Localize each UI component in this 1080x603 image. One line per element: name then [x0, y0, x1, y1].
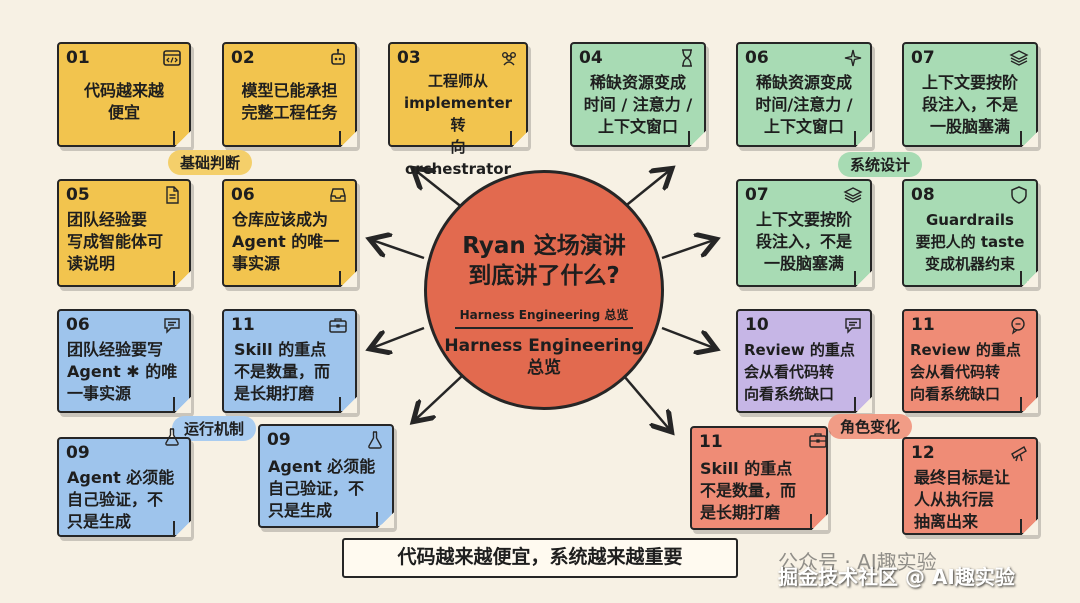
tag-runtime-mechanism: 运行机制	[172, 416, 257, 441]
document-icon	[166, 186, 179, 204]
arrow-left-upper	[372, 240, 425, 260]
central-divider	[455, 327, 633, 329]
note-number: 10	[745, 315, 769, 335]
people-icon	[502, 51, 516, 66]
arrow-down-right	[623, 375, 670, 430]
note-08: 08 Guardrails 要把人的 taste 变成机器约束	[902, 179, 1038, 287]
note-text: Skill 的重点 不是数量，而 是长期打磨	[234, 340, 331, 403]
note-07-mid: 07 上下文要按阶 段注入，不是 一股脑塞满	[736, 179, 872, 287]
note-number: 01	[66, 48, 90, 68]
note-number: 04	[579, 48, 603, 68]
arrow-right-lower	[661, 326, 714, 348]
chat-bubbles-icon	[1011, 317, 1025, 335]
note-04: 04 稀缺资源变成 时间 / 注意力 / 上下文窗口	[570, 42, 706, 147]
note-number: 11	[911, 315, 935, 335]
note-05: 05 团队经验要 写成智能体可 读说明	[57, 179, 191, 287]
note-06-blue: 06 团队经验要写 Agent ✱ 的唯 一事实源	[57, 309, 191, 413]
watermark-wechat: 公众号 · AI趣实验	[778, 550, 937, 574]
toolbox-icon	[329, 318, 347, 333]
chat-icon	[164, 318, 180, 334]
watermark-juejin: 掘金技术社区 @ AI趣实验	[778, 565, 1015, 589]
note-text: Agent 必须能 自己验证，不 只是生成	[67, 468, 175, 531]
note-number: 11	[231, 315, 255, 335]
note-text: 模型已能承担 完整工程任务	[241, 81, 338, 122]
hourglass-icon	[682, 49, 692, 67]
note-09-right: 09 Agent 必须能 自己验证，不 只是生成	[258, 424, 394, 528]
note-text: Guardrails 要把人的 taste 变成机器约束	[915, 211, 1025, 273]
note-02: 02 模型已能承担 完整工程任务	[222, 42, 357, 147]
note-number: 07	[745, 185, 769, 205]
note-text: Skill 的重点 不是数量，而 是长期打磨	[700, 459, 797, 522]
note-number: 09	[66, 443, 90, 463]
note-11-skill-left: 11 Skill 的重点 不是数量，而 是长期打磨	[222, 309, 357, 413]
note-11-skill-right: 11 Skill 的重点 不是数量，而 是长期打磨	[690, 426, 828, 530]
note-number: 03	[397, 48, 421, 68]
note-text: 工程师从 implementer 转 向 orchestrator	[403, 72, 513, 178]
central-subtitle-large: Harness Engineering 总览	[444, 336, 644, 378]
layers-icon	[843, 187, 863, 203]
note-number: 12	[911, 443, 935, 463]
note-11-review: 11 Review 的重点 会从看代码转 向看系统缺口	[902, 309, 1038, 413]
telescope-icon	[1011, 446, 1027, 462]
central-subtitle: Harness Engineering 总览	[459, 308, 629, 322]
note-01: 01 代码越来越 便宜	[57, 42, 191, 147]
note-text: 上下文要按阶 段注入，不是 一股脑塞满	[921, 73, 1018, 136]
note-12: 12 最终目标是让 人从执行层 抽离出来	[902, 437, 1038, 535]
note-text: 仓库应该成为 Agent 的唯一 事实源	[232, 210, 340, 273]
note-number: 06	[66, 315, 90, 335]
code-window-icon	[163, 50, 181, 66]
robot-icon	[331, 48, 345, 65]
central-topic: Ryan 这场演讲 到底讲了什么? Harness Engineering 总览…	[424, 170, 664, 410]
inbox-icon	[330, 188, 346, 202]
note-number: 11	[699, 432, 723, 452]
note-number: 09	[267, 430, 291, 450]
note-number: 08	[911, 185, 935, 205]
note-03: 03 工程师从 implementer 转 向 orchestrator	[388, 42, 528, 178]
arrow-right-upper	[661, 240, 714, 260]
note-text: 稀缺资源变成 时间/注意力 / 上下文窗口	[755, 73, 853, 136]
note-09-left: 09 Agent 必须能 自己验证，不 只是生成	[57, 428, 191, 537]
note-text: 上下文要按阶 段注入，不是 一股脑塞满	[755, 210, 852, 273]
note-number: 06	[745, 48, 769, 68]
note-text: 稀缺资源变成 时间 / 注意力 / 上下文窗口	[583, 73, 693, 136]
note-text: 团队经验要 写成智能体可 读说明	[67, 210, 164, 273]
flask-icon	[368, 431, 382, 449]
central-title: Ryan 这场演讲 到底讲了什么?	[462, 233, 626, 289]
note-text: 团队经验要写 Agent ✱ 的唯 一事实源	[67, 340, 178, 403]
summary-banner: 代码越来越便宜，系统越来越重要	[342, 538, 738, 578]
note-number: 07	[911, 48, 935, 68]
tag-system-design: 系统设计	[838, 152, 923, 177]
note-text: 最终目标是让 人从执行层 抽离出来	[914, 468, 1011, 531]
note-text: Agent 必须能 自己验证，不 只是生成	[268, 457, 376, 520]
flask-icon	[165, 428, 179, 446]
note-07-top: 07 上下文要按阶 段注入，不是 一股脑塞满	[902, 42, 1038, 147]
toolbox-icon	[809, 433, 827, 448]
note-text: Review 的重点 会从看代码转 向看系统缺口	[910, 341, 1021, 403]
shield-icon	[1011, 186, 1027, 204]
arrow-down-left	[415, 375, 463, 420]
arrow-left-lower	[372, 326, 425, 348]
sparkle-icon	[844, 49, 862, 67]
layers-icon	[1009, 50, 1029, 66]
note-06-top: 06 稀缺资源变成 时间/注意力 / 上下文窗口	[736, 42, 872, 147]
note-number: 02	[231, 48, 255, 68]
note-text: Review 的重点 会从看代码转 向看系统缺口	[744, 341, 855, 403]
note-10: 10 Review 的重点 会从看代码转 向看系统缺口	[736, 309, 872, 413]
note-text: 代码越来越 便宜	[83, 81, 164, 122]
note-number: 05	[66, 185, 90, 205]
note-06-repo: 06 仓库应该成为 Agent 的唯一 事实源	[222, 179, 357, 287]
note-number: 06	[231, 185, 255, 205]
tag-basic-judgment: 基础判断	[168, 150, 253, 175]
chat-icon	[845, 318, 861, 334]
tag-role-change: 角色变化	[828, 414, 913, 439]
